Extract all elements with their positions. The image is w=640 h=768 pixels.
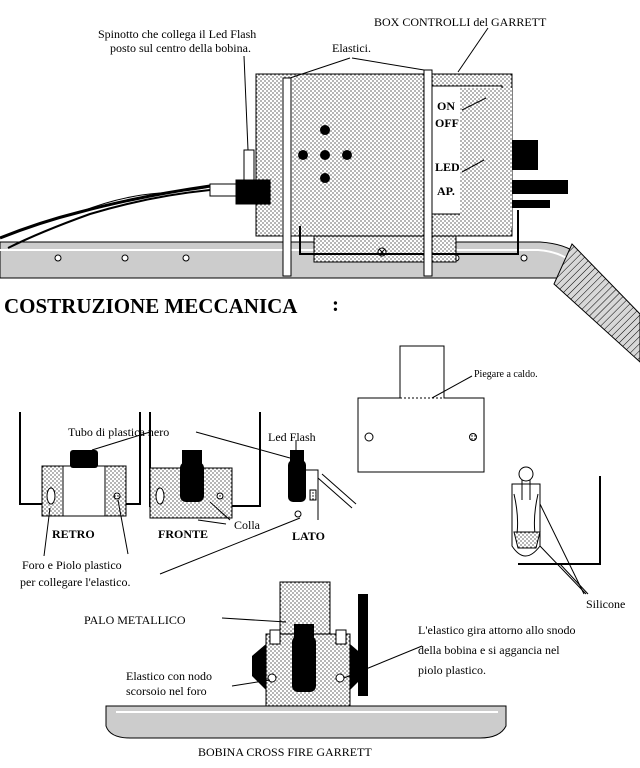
label-foro-1: Foro e Piolo plastico bbox=[22, 558, 122, 572]
label-colla: Colla bbox=[234, 518, 261, 532]
view-retro bbox=[19, 412, 141, 517]
elastic-bands bbox=[282, 69, 433, 277]
label-off: OFF bbox=[435, 116, 459, 130]
leader-lines-middle bbox=[43, 431, 301, 575]
label-elastico-gira-3: piolo plastico. bbox=[418, 663, 486, 677]
label-palo: PALO METALLICO bbox=[84, 613, 186, 627]
label-piegare: Piegare a caldo. bbox=[474, 369, 538, 380]
label-led-flash: Led Flash bbox=[268, 430, 316, 444]
label-foro-2: per collegare l'elastico. bbox=[20, 575, 130, 589]
label-led: LED bbox=[435, 160, 460, 174]
label-fronte: FRONTE bbox=[158, 527, 208, 541]
top-assembly bbox=[0, 27, 640, 363]
label-silicone: Silicone bbox=[586, 597, 625, 611]
label-elastici: Elastici. bbox=[332, 41, 371, 55]
bottom-assembly bbox=[105, 581, 507, 739]
label-elastico-gira-2: della bobina e si aggancia nel bbox=[418, 643, 560, 657]
label-lato: LATO bbox=[292, 529, 325, 543]
label-elastico-nodo-1: Elastico con nodo bbox=[126, 669, 212, 683]
label-bobina: BOBINA CROSS FIRE GARRETT bbox=[198, 745, 372, 759]
view-fronte bbox=[149, 412, 261, 519]
led-plug bbox=[235, 149, 271, 205]
label-elastico-nodo-2: scorsoio nel foro bbox=[126, 684, 207, 698]
label-retro: RETRO bbox=[52, 527, 95, 541]
bent-plate bbox=[357, 345, 485, 473]
leader-lines-top bbox=[243, 27, 489, 151]
label-on: ON bbox=[437, 99, 455, 113]
silicone-detail bbox=[511, 466, 601, 595]
label-box-controlli: BOX CONTROLLI del GARRETT bbox=[374, 15, 547, 29]
page-title-colon: : bbox=[332, 292, 339, 316]
label-ap: AP. bbox=[437, 184, 455, 198]
label-tubo: Tubo di plastica nero bbox=[68, 425, 169, 439]
label-spinotto-2: posto sul centro della bobina. bbox=[110, 41, 251, 55]
shaft-grip bbox=[553, 243, 640, 363]
view-lato bbox=[288, 450, 357, 520]
label-elastico-gira-1: L'elastico gira attorno allo snodo bbox=[418, 623, 575, 637]
page-title: COSTRUZIONE MECCANICA bbox=[4, 294, 298, 318]
label-spinotto-1: Spinotto che collega il Led Flash bbox=[98, 27, 256, 41]
control-box bbox=[255, 73, 568, 237]
cables bbox=[0, 183, 241, 249]
